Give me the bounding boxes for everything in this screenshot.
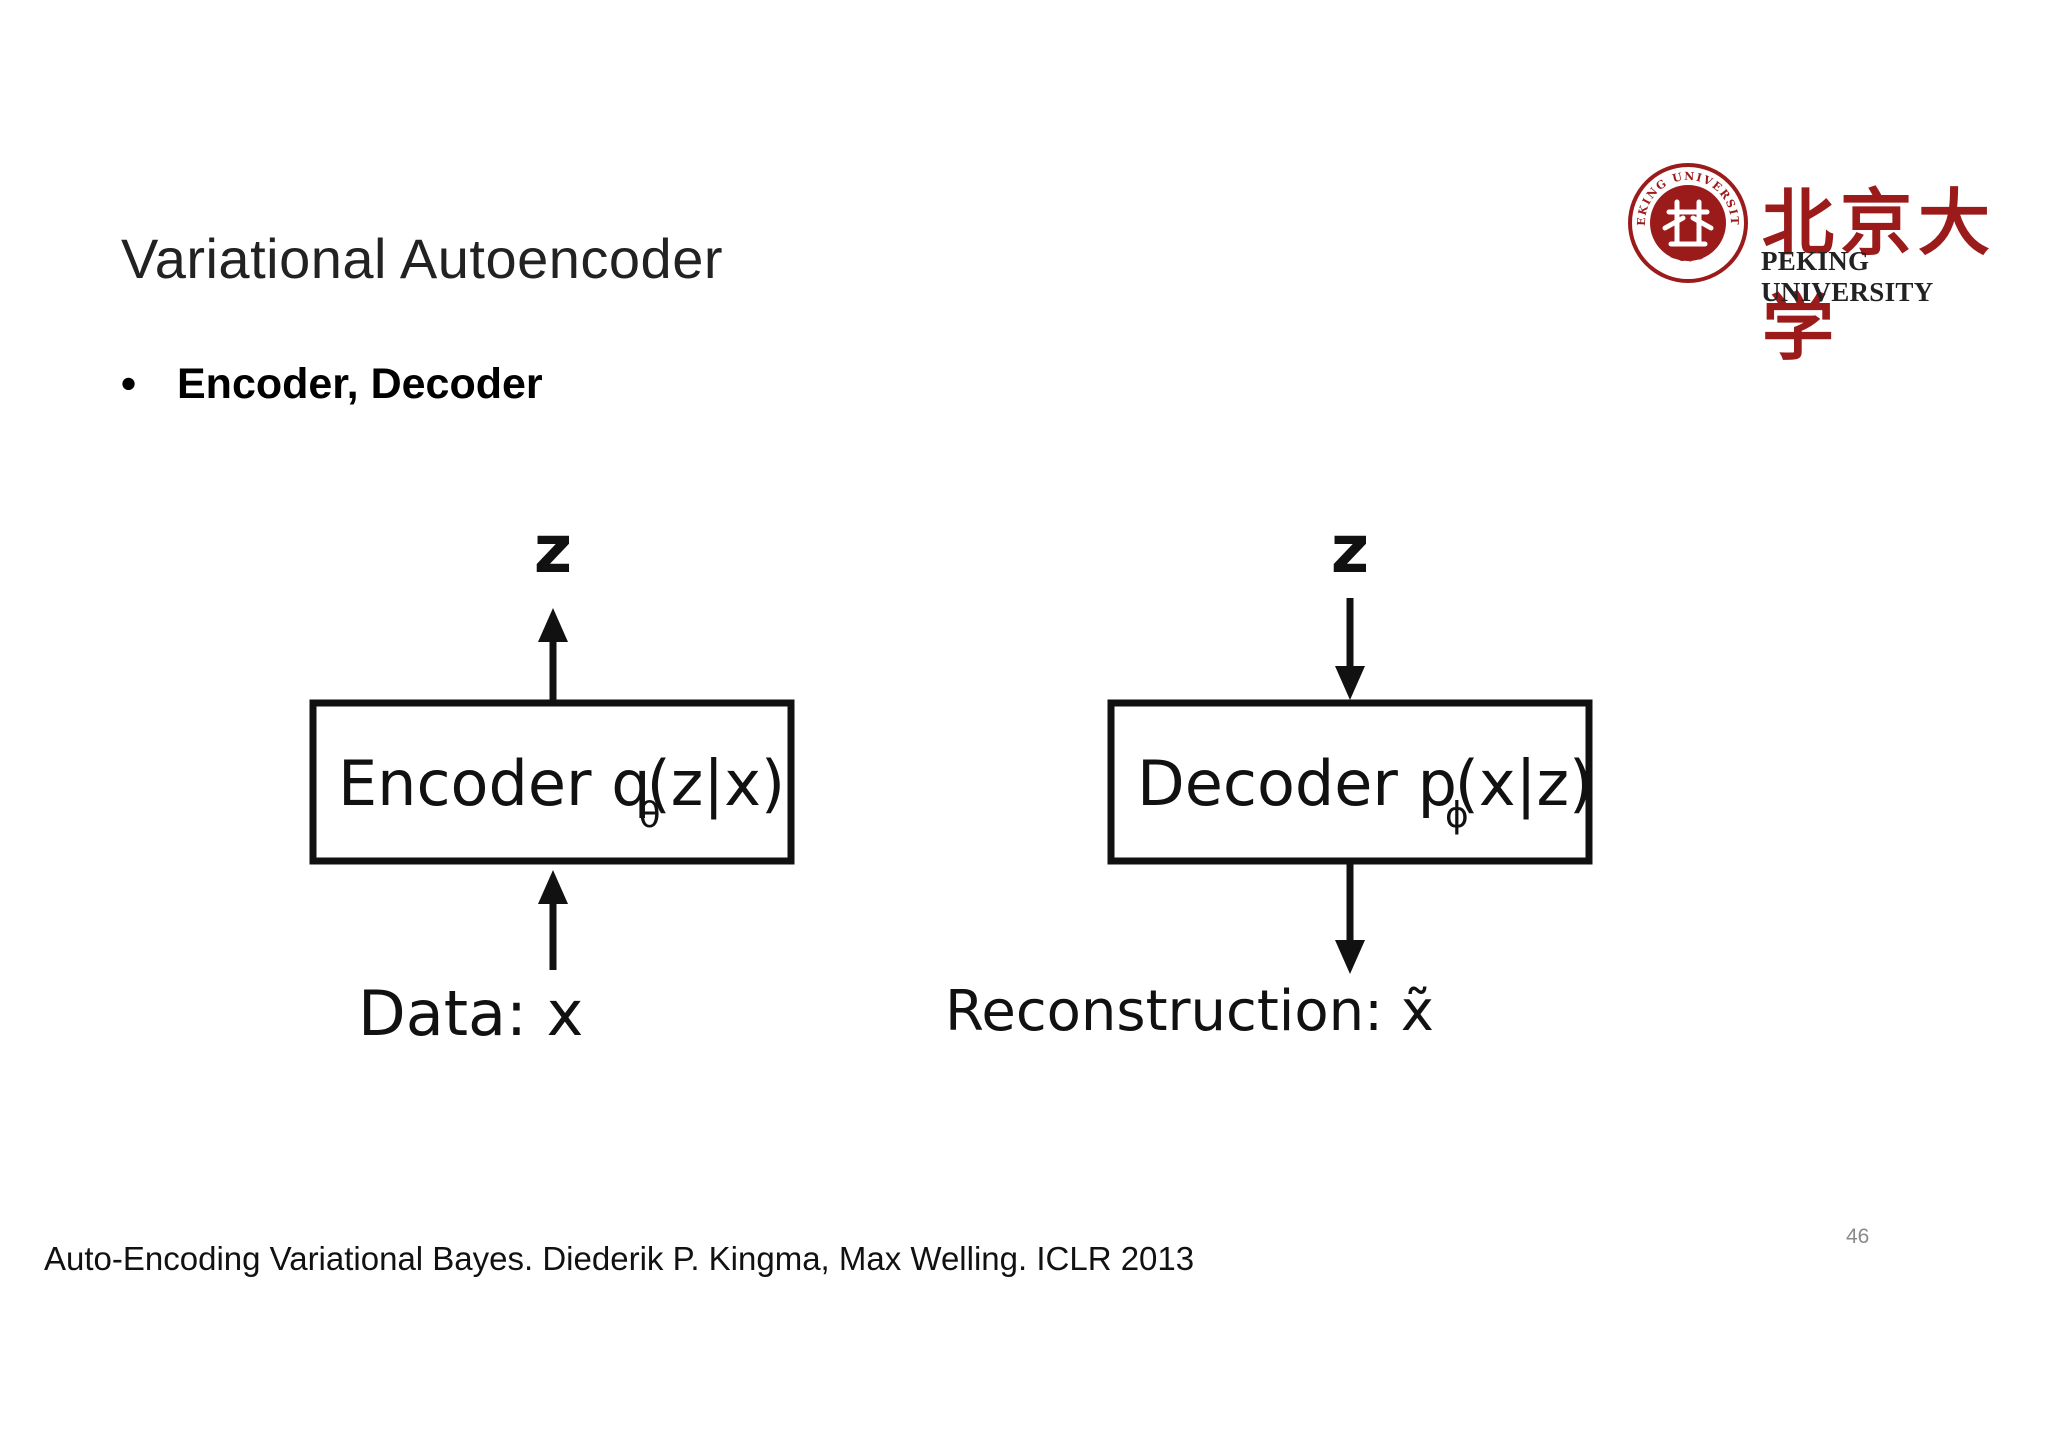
logo-chinese-name: 北京大学: [1762, 180, 1997, 370]
citation: Auto-Encoding Variational Bayes. Diederi…: [44, 1240, 1195, 1277]
encoder-latent-label: z: [534, 511, 572, 588]
encoder-box: [309, 699, 795, 865]
encoder-label-prefix: Encoder q: [338, 747, 651, 820]
decoder-label-suffix: (x|z): [1455, 747, 1594, 821]
decoder-latent-label: z: [1331, 511, 1369, 588]
seal-year: 1898: [1668, 249, 1706, 265]
logo-english-name: PEKING UNIVERSITY: [1761, 246, 1934, 307]
encoder-output-arrow: [538, 608, 568, 700]
bullet-item: • Encoder, Decoder: [121, 360, 543, 409]
decoder-output-label: Reconstruction: x̃: [945, 979, 1434, 1044]
decoder-output-arrow: [1335, 864, 1365, 974]
peking-university-logo: PEKING UNIVERSITY 1898: [1621, 152, 1749, 289]
encoder-box-label: Encoder qθ(z|x): [338, 747, 785, 836]
encoder-input-arrow: [538, 870, 568, 970]
decoder-box: [1107, 699, 1593, 865]
decoder-label-subscript: ϕ: [1445, 795, 1469, 836]
bullet-text: Encoder, Decoder: [177, 360, 543, 408]
decoder-box-label: Decoder pϕ(x|z): [1137, 747, 1593, 836]
slide-title: Variational Autoencoder: [121, 227, 723, 290]
svg-text:1898: 1898: [1668, 249, 1709, 265]
bullet-dot: •: [121, 360, 137, 408]
decoder-label-prefix: Decoder p: [1137, 747, 1457, 820]
page-number: 46: [1846, 1225, 1870, 1248]
encoder-label-subscript: θ: [639, 795, 661, 836]
decoder-input-arrow: [1335, 598, 1365, 700]
encoder-input-label: Data: x: [358, 977, 583, 1050]
university-seal-icon: PEKING UNIVERSITY 1898: [1621, 152, 1748, 283]
encoder-label-suffix: (z|x): [647, 747, 786, 821]
